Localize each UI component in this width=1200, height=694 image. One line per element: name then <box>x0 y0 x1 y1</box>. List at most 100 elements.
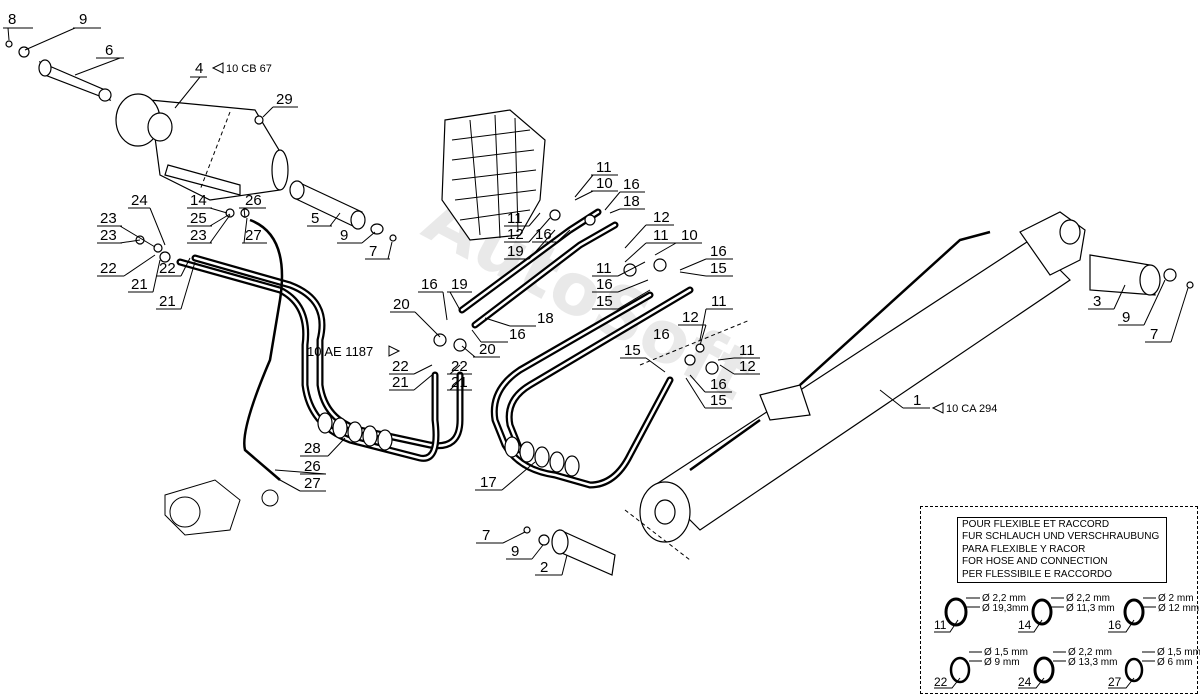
fittings <box>135 208 719 375</box>
callout-12: 12 <box>682 309 699 326</box>
callout-11: 11 <box>653 227 669 244</box>
callout-7: 7 <box>369 243 377 260</box>
callout-labels: 8 9 6 4 29 5 9 7 14 25 23 26 27 24 23 23… <box>8 11 1158 576</box>
seal-legend-header: POUR FLEXIBLE ET RACCORD FUR SCHLAUCH UN… <box>957 517 1167 583</box>
callout-21: 21 <box>451 374 468 391</box>
callout-16: 16 <box>623 176 640 193</box>
pin-6 <box>38 59 112 102</box>
callout-16: 16 <box>653 326 670 343</box>
seal-22-section: Ø 1,5 mm <box>984 647 1028 658</box>
callout-26: 26 <box>245 192 262 209</box>
control-valve <box>441 109 546 241</box>
callout-26: 26 <box>304 458 321 475</box>
callout-29: 29 <box>276 91 293 108</box>
washer-9-bottom <box>538 534 550 546</box>
callout-16: 16 <box>509 326 526 343</box>
seal-14-number: 14 <box>1018 618 1032 632</box>
seal-22-diameter: Ø 9 mm <box>984 657 1020 668</box>
callout-17: 17 <box>480 474 497 491</box>
bolt-7-bottom <box>523 526 531 534</box>
seal-27: 27 Ø 1,5 mm Ø 6 mm <box>1108 647 1200 689</box>
large-cylinder <box>624 211 1086 561</box>
callout-18: 18 <box>537 310 554 327</box>
callout-9: 9 <box>79 11 87 28</box>
seal-11-diameter: Ø 19,3mm <box>982 603 1029 614</box>
callout-15: 15 <box>710 392 727 409</box>
callout-11: 11 <box>507 210 523 227</box>
callout-15: 15 <box>710 260 727 277</box>
seal-11: 11 Ø 2,2 mm Ø 19,3mm <box>934 593 1029 633</box>
callout-22: 22 <box>159 260 176 277</box>
callout-24: 24 <box>131 192 148 209</box>
seal-11-number: 11 <box>934 618 947 632</box>
pin-5 <box>289 180 366 230</box>
callout-11: 11 <box>596 260 612 277</box>
pin-2 <box>551 529 616 576</box>
callout-19: 19 <box>507 243 524 260</box>
callout-11: 11 <box>739 342 755 359</box>
legend-line: PER FLESSIBILE E RACCORDO <box>962 568 1113 580</box>
reference-1: 10 CA 294 <box>946 403 997 415</box>
callout-21: 21 <box>159 293 176 310</box>
washer-9-mid <box>370 223 384 235</box>
callout-14: 14 <box>190 192 207 209</box>
bolt-7-mid <box>389 234 397 242</box>
callout-27: 27 <box>245 227 262 244</box>
spiral-guard-17 <box>504 436 580 477</box>
legend-line: POUR FLEXIBLE ET RACCORD <box>962 519 1110 530</box>
callout-27: 27 <box>304 475 321 492</box>
callout-1: 1 <box>913 392 921 409</box>
callout-8: 8 <box>8 11 16 28</box>
callout-5: 5 <box>311 210 319 227</box>
callout-21: 21 <box>131 276 148 293</box>
callout-16: 16 <box>710 376 727 393</box>
callout-15: 15 <box>596 293 613 310</box>
callout-28: 28 <box>304 440 321 457</box>
fitting-29 <box>254 115 264 125</box>
callout-4: 4 <box>195 60 203 77</box>
legend-line: PARA FLEXIBLE Y RACOR <box>962 543 1086 555</box>
ref-arrow-1 <box>931 402 944 414</box>
seal-24-number: 24 <box>1018 675 1032 689</box>
callout-11: 11 <box>596 159 612 176</box>
pin-3 <box>1089 254 1161 296</box>
reference-ae: 10 AE 1187 <box>307 344 373 359</box>
ref-arrow-4 <box>211 62 224 74</box>
callout-9: 9 <box>511 543 519 560</box>
spiral-guard-28 <box>317 412 393 451</box>
callout-11: 11 <box>711 293 727 310</box>
seal-16-diameter: Ø 12 mm <box>1158 603 1199 614</box>
seal-22-number: 22 <box>934 675 948 689</box>
legend-line: FOR HOSE AND CONNECTION <box>962 556 1108 568</box>
seal-16-section: Ø 2 mm <box>1158 593 1194 604</box>
leader-lines <box>3 27 1189 576</box>
seal-11-section: Ø 2,2 mm <box>982 593 1026 604</box>
callout-18: 18 <box>623 193 640 210</box>
callout-10: 10 <box>681 227 698 244</box>
seal-27-diameter: Ø 6 mm <box>1157 657 1193 668</box>
washer-9-right <box>1163 268 1177 282</box>
callout-7: 7 <box>482 527 490 544</box>
callout-10: 10 <box>596 175 613 192</box>
callout-12: 12 <box>653 209 670 226</box>
seal-27-number: 27 <box>1108 675 1122 689</box>
callout-12: 12 <box>739 358 756 375</box>
reference-4: 10 CB 67 <box>226 63 272 75</box>
seal-14: 14 Ø 2,2 mm Ø 11,3 mm <box>1018 593 1115 633</box>
callout-3: 3 <box>1093 293 1101 310</box>
callout-16: 16 <box>535 226 552 243</box>
seal-14-diameter: Ø 11,3 mm <box>1066 603 1115 614</box>
callout-20: 20 <box>479 341 496 358</box>
callout-16: 16 <box>710 243 727 260</box>
callout-6: 6 <box>105 42 113 59</box>
callout-7: 7 <box>1150 326 1158 343</box>
ref-arrow-ae <box>388 345 401 357</box>
callout-20: 20 <box>393 296 410 313</box>
callout-19: 19 <box>451 276 468 293</box>
pump <box>164 479 279 536</box>
callout-25: 25 <box>190 210 207 227</box>
seal-24-diameter: Ø 13,3 mm <box>1068 657 1117 668</box>
